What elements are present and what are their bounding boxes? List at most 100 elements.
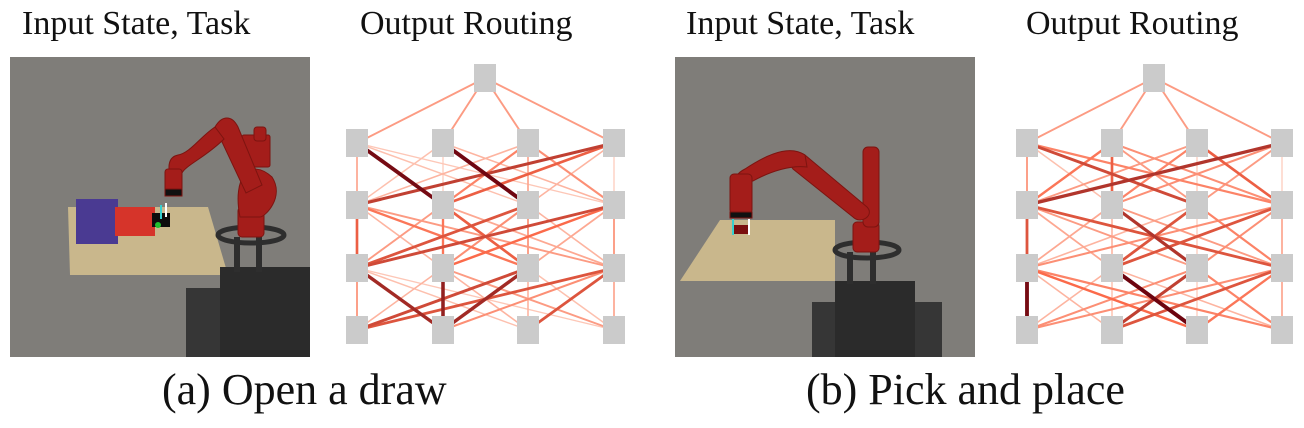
routing-module-node: [346, 254, 368, 282]
routing-edge: [442, 141, 615, 207]
routing-edge-top: [1026, 77, 1155, 144]
routing-edge: [1111, 266, 1283, 332]
routing-edge: [1026, 204, 1113, 269]
routing-module-node: [603, 129, 625, 157]
routing-edge: [1026, 267, 1198, 331]
routing-edge: [356, 204, 615, 269]
routing-edge: [356, 203, 615, 270]
routing-module-node: [1101, 254, 1123, 282]
routing-edge: [356, 266, 444, 332]
routing-edge: [1111, 142, 1283, 206]
routing-module-node: [603, 191, 625, 219]
routing-node-output: [474, 64, 496, 92]
routing-edge: [442, 204, 615, 269]
panel-a-caption: (a) Open a draw: [162, 365, 447, 414]
robot-arm: [164, 117, 277, 238]
routing-edge-top: [1153, 77, 1283, 144]
routing-edge: [442, 203, 615, 270]
routing-edge: [1111, 142, 1283, 206]
routing-edge: [527, 142, 615, 206]
routing-edge: [356, 142, 529, 206]
routing-module-node: [1016, 129, 1038, 157]
routing-edge: [1111, 203, 1198, 270]
panel-b-output-title: Output Routing: [1026, 5, 1239, 42]
routing-edge: [356, 267, 444, 331]
panel-a-scene-image: [10, 57, 310, 357]
routing-edge: [1026, 142, 1113, 206]
panel-a-input-title: Input State, Task: [22, 5, 251, 42]
routing-edge: [527, 267, 615, 331]
routing-module-node: [517, 254, 539, 282]
routing-module-node: [1101, 316, 1123, 344]
red-drawer: [115, 207, 155, 236]
routing-edge: [1026, 142, 1113, 206]
panel-a-output-title: Output Routing: [360, 5, 573, 42]
routing-module-node: [1271, 191, 1293, 219]
routing-edge: [356, 267, 615, 331]
goal-marker: [155, 222, 161, 228]
routing-edge: [442, 142, 529, 206]
table: [680, 220, 835, 281]
routing-edge: [1196, 267, 1283, 331]
routing-edge-top: [356, 77, 486, 144]
routing-edge: [1111, 203, 1283, 270]
routing-edge: [1196, 204, 1283, 269]
routing-edge: [355, 141, 445, 207]
routing-edge: [356, 204, 444, 269]
routing-edge: [1026, 203, 1283, 270]
routing-edge: [442, 142, 615, 206]
routing-edge: [527, 204, 615, 269]
routing-edge: [442, 267, 615, 331]
routing-edge: [442, 267, 615, 331]
routing-edge: [1026, 266, 1283, 332]
routing-edge: [442, 203, 529, 270]
routing-edge: [1111, 266, 1198, 332]
routing-edge-top: [484, 77, 529, 144]
routing-edge: [356, 203, 529, 270]
routing-edge: [356, 267, 529, 331]
panel-b-caption: (b) Pick and place: [806, 365, 1125, 414]
routing-module-node: [346, 129, 368, 157]
routing-edge: [1196, 267, 1283, 331]
routing-module-node: [432, 129, 454, 157]
robot-arm: [729, 146, 880, 253]
routing-module-node: [1186, 129, 1208, 157]
routing-edge: [527, 142, 615, 206]
routing-module-node: [603, 316, 625, 344]
grasped-object: [734, 225, 748, 234]
routing-edge-top: [1111, 77, 1155, 144]
routing-edge: [1111, 142, 1198, 206]
routing-module-node: [1271, 129, 1293, 157]
routing-module-node: [1271, 316, 1293, 344]
routing-edge-top: [1153, 77, 1198, 144]
routing-module-node: [517, 316, 539, 344]
routing-edge: [1111, 267, 1283, 331]
routing-module-node: [1186, 254, 1208, 282]
routing-edge: [1196, 141, 1283, 207]
routing-edge-top: [484, 77, 615, 144]
routing-edge: [1026, 204, 1198, 269]
routing-edge: [1026, 141, 1283, 207]
routing-module-node: [517, 191, 539, 219]
routing-edge: [527, 204, 615, 269]
routing-edge: [1026, 204, 1283, 269]
routing-edge: [356, 142, 444, 206]
routing-edge: [1026, 267, 1283, 331]
purple-box: [76, 199, 118, 244]
routing-node-output: [1143, 64, 1165, 92]
routing-edge: [1026, 141, 1198, 207]
routing-edge: [1111, 203, 1198, 270]
routing-module-node: [346, 316, 368, 344]
routing-module-node: [346, 191, 368, 219]
routing-module-node: [517, 129, 539, 157]
routing-edge: [1026, 266, 1198, 332]
routing-edge: [356, 204, 444, 269]
routing-module-node: [432, 316, 454, 344]
routing-module-node: [1016, 316, 1038, 344]
routing-edge: [356, 266, 529, 332]
routing-edge: [1196, 204, 1283, 269]
routing-edge: [1196, 142, 1283, 206]
panel-b-input-title: Input State, Task: [686, 5, 915, 42]
routing-module-node: [1101, 191, 1123, 219]
routing-edge: [442, 267, 529, 331]
